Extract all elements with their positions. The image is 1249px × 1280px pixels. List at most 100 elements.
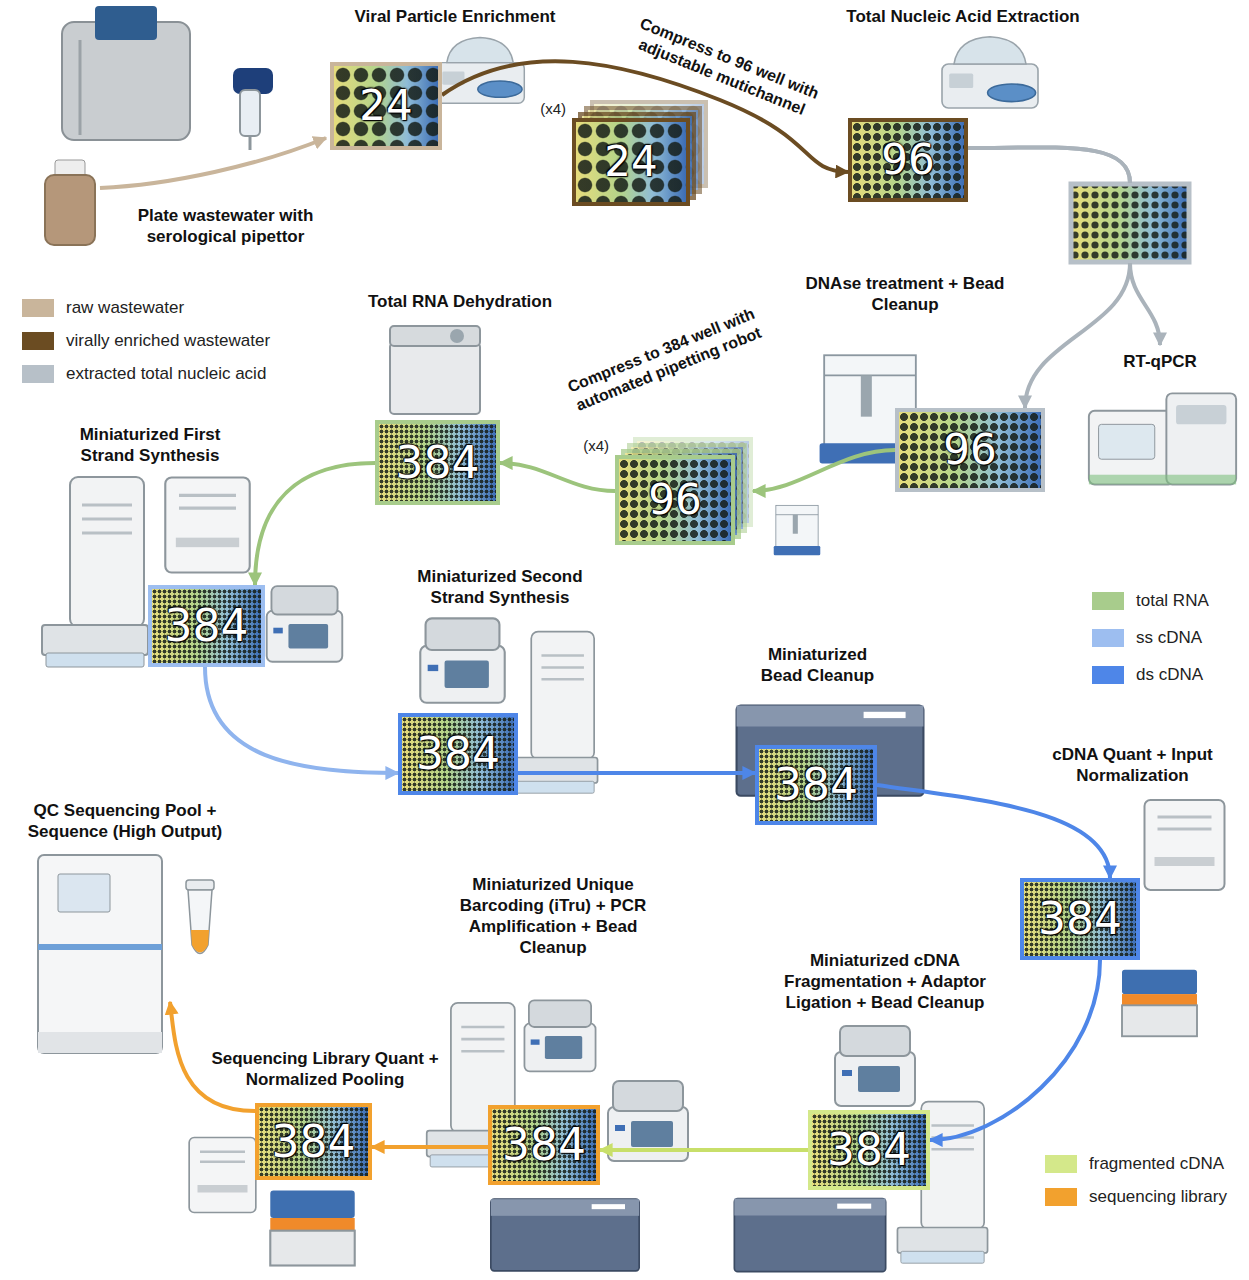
sample-bottle: [45, 160, 95, 245]
step-title: Total RNA Dehydration: [340, 291, 580, 312]
step-title: Miniaturized cDNA Fragmentation + Adapto…: [775, 950, 995, 1013]
legend-text: virally enriched wastewater: [66, 330, 270, 351]
legend-swatch: [1092, 592, 1124, 610]
flow-arrow: [205, 667, 398, 773]
flow-arrow: [255, 463, 375, 585]
edge-label: Compress to 384 well with automated pipe…: [542, 295, 789, 426]
liquid-handler: [507, 632, 597, 794]
legend-swatch: [1092, 629, 1124, 647]
plate-face: 96: [615, 455, 735, 545]
plate-face: 24: [572, 118, 690, 206]
flow-arrow: [500, 463, 615, 491]
step-title: Miniaturized Unique Barcoding (iTru) + P…: [433, 874, 673, 958]
library-tube: [186, 880, 214, 954]
plate-number: 384: [272, 1120, 356, 1164]
well-plate: 384Miniaturized First Strand Synthesis: [148, 585, 265, 667]
plate-reader: [189, 1138, 256, 1213]
legend-text: total RNA: [1136, 590, 1209, 611]
step-title: cDNA Quant + Input Normalization: [1035, 744, 1230, 786]
well-plate: 384Miniaturized Bead Cleanup: [755, 745, 877, 825]
autosampler: [62, 6, 190, 140]
thermocycler: [524, 1000, 595, 1071]
bead-washer: [491, 1199, 639, 1271]
legend-text: ss cDNA: [1136, 627, 1202, 648]
well-plate: 384Miniaturized Second Strand Synthesis: [398, 713, 518, 795]
legend-item: extracted total nucleic acid: [22, 363, 266, 384]
pipetting-robot: [774, 505, 821, 555]
plate-stack: 96(x4): [615, 437, 753, 545]
thermocycler: [267, 586, 343, 662]
plate-number: 384: [774, 763, 858, 807]
legend-item: virally enriched wastewater: [22, 330, 270, 351]
flow-arrow: [518, 771, 755, 775]
plate-number: 96: [881, 139, 934, 181]
flow-arrow: [372, 1145, 488, 1149]
plate-reader: [1145, 800, 1225, 890]
plate-number: 96: [943, 429, 996, 471]
plate-face: 384: [808, 1110, 930, 1190]
plate-number: 384: [1038, 897, 1122, 941]
plate-number: 384: [396, 441, 480, 485]
instrument-step: QC Sequencing Pool + Sequence (High Outp…: [30, 852, 170, 1057]
liquid-handler: [42, 477, 148, 667]
step-title: Miniaturized Bead Cleanup: [745, 644, 890, 686]
step-title: Viral Particle Enrichment: [325, 6, 585, 27]
plate-face: 384: [755, 745, 877, 825]
plate-face: 384: [148, 585, 265, 667]
sequencer: [38, 855, 162, 1053]
thermocycler: [835, 1026, 915, 1106]
plate-face: 384: [1020, 878, 1140, 960]
legend-text: sequencing library: [1089, 1186, 1227, 1207]
step-title: Miniaturized Second Strand Synthesis: [395, 566, 605, 608]
extraction-instrument: [436, 38, 525, 104]
plate-face: 24: [330, 62, 442, 150]
step-title: Miniaturized First Strand Synthesis: [55, 424, 245, 466]
bead-washer: [734, 1199, 885, 1272]
flow-arrow: [877, 785, 1110, 878]
step-title: RT-qPCR: [1080, 345, 1240, 372]
quant-instrument: [1122, 970, 1197, 1037]
legend-item: fragmented cDNA: [1045, 1153, 1224, 1174]
step-title: QC Sequencing Pool + Sequence (High Outp…: [10, 800, 240, 842]
well-plate: 384Miniaturized cDNA Fragmentation + Ada…: [808, 1110, 930, 1190]
well-plate: 96DNAse treatment + Bead Cleanup: [895, 408, 1045, 492]
plate-stack: 24(x4): [572, 100, 708, 206]
legend-swatch: [1045, 1188, 1077, 1206]
plate-number: 24: [604, 141, 657, 183]
legend-text: extracted total nucleic acid: [66, 363, 266, 384]
plate-face: 96: [895, 408, 1045, 492]
step-title: DNAse treatment + Bead Cleanup: [805, 273, 1005, 315]
legend-item: ds cDNA: [1092, 664, 1203, 685]
plate-face: 384: [398, 713, 518, 795]
plate-number: 384: [502, 1123, 586, 1167]
flow-arrow: [600, 1148, 808, 1152]
plate-face: 96: [848, 118, 968, 202]
legend-item: sequencing library: [1045, 1186, 1227, 1207]
legend-text: fragmented cDNA: [1089, 1153, 1224, 1174]
legend-swatch: [22, 332, 54, 350]
well-plate: 384cDNA Quant + Input Normalization: [1020, 878, 1140, 960]
legend-item: raw wastewater: [22, 297, 184, 318]
step-title: Total Nucleic Acid Extraction: [838, 6, 1088, 27]
plate-number: 24: [359, 85, 412, 127]
plate-face: 384: [375, 420, 500, 505]
vacuum-concentrator: [390, 326, 480, 414]
well-plate: 384Miniaturized Unique Barcoding (iTru) …: [488, 1105, 600, 1185]
well-plate: 384Sequencing Library Quant + Normalized…: [255, 1103, 372, 1180]
legend-text: ds cDNA: [1136, 664, 1203, 685]
plate-face: 384: [488, 1105, 600, 1185]
well-plate: 96Total Nucleic Acid Extraction: [848, 118, 968, 202]
serological-pipettor: [233, 68, 273, 150]
dispenser: [165, 478, 249, 573]
flow-arrow: [968, 147, 1160, 345]
legend-swatch: [1045, 1155, 1077, 1173]
step-title: Sequencing Library Quant + Normalized Po…: [190, 1048, 460, 1090]
qpcr-instrument: [1089, 393, 1236, 484]
plate-number: 96: [648, 479, 701, 521]
plate-number: 384: [165, 604, 249, 648]
plate-number: 384: [416, 732, 500, 776]
flow-arrow: [753, 450, 895, 491]
legend-item: ss cDNA: [1092, 627, 1202, 648]
legend-swatch: [22, 365, 54, 383]
